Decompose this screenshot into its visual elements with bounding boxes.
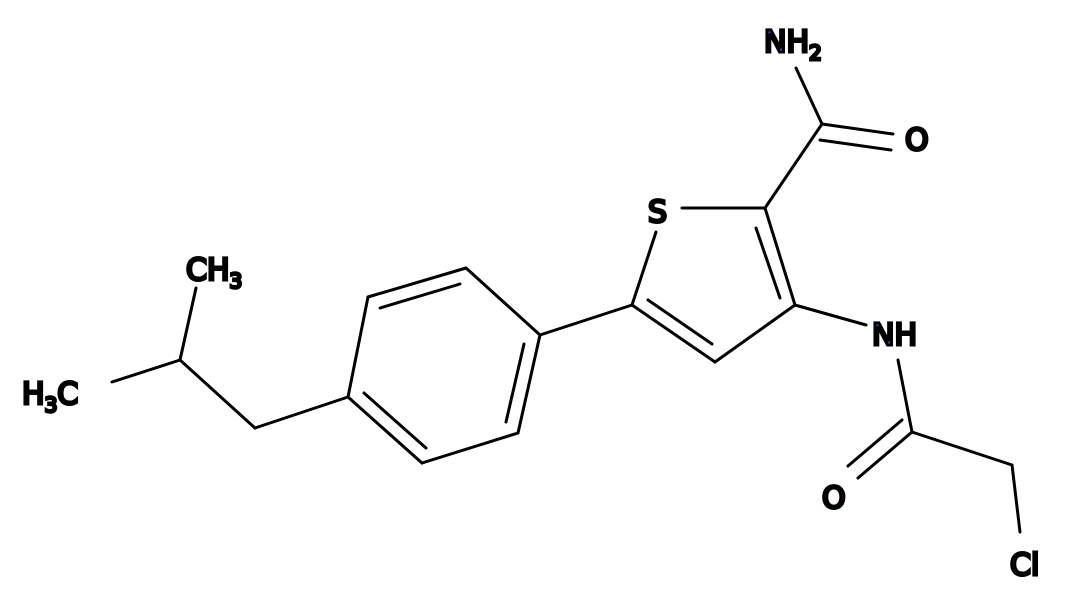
bond <box>362 391 428 450</box>
bond <box>763 206 797 307</box>
bond <box>896 358 914 434</box>
atom-acyl-oxygen: O <box>822 481 846 516</box>
atom-sulfur: S <box>648 195 667 230</box>
bond <box>630 230 658 307</box>
bond <box>253 395 350 430</box>
bond <box>346 395 424 465</box>
bond <box>846 418 904 468</box>
bond <box>1010 463 1022 534</box>
bond <box>378 282 462 310</box>
bond <box>793 303 868 327</box>
bond <box>630 303 717 364</box>
bond <box>763 122 824 210</box>
bond <box>504 342 526 424</box>
atom-amide-oxygen: O <box>905 123 929 158</box>
bond <box>516 333 542 435</box>
bond <box>713 303 797 364</box>
atom-amide-nh2: NH2 <box>764 25 822 65</box>
bond <box>464 266 542 337</box>
bond <box>646 298 714 346</box>
atom-methyl-top: CH3 <box>186 253 242 293</box>
bond <box>820 122 895 136</box>
bond <box>346 295 370 399</box>
bond <box>856 430 914 480</box>
bond <box>910 430 1014 467</box>
bond <box>794 66 824 126</box>
bond <box>366 266 468 299</box>
bond <box>538 303 634 337</box>
atom-amine-nh: NH <box>872 318 917 353</box>
bond <box>178 286 198 362</box>
bond <box>818 138 893 152</box>
bond <box>754 226 782 300</box>
bond <box>178 358 257 430</box>
atom-chlorine: Cl <box>1010 548 1039 583</box>
bond <box>420 431 520 465</box>
bond <box>110 358 182 384</box>
atom-methyl-left: H3C <box>22 377 78 417</box>
